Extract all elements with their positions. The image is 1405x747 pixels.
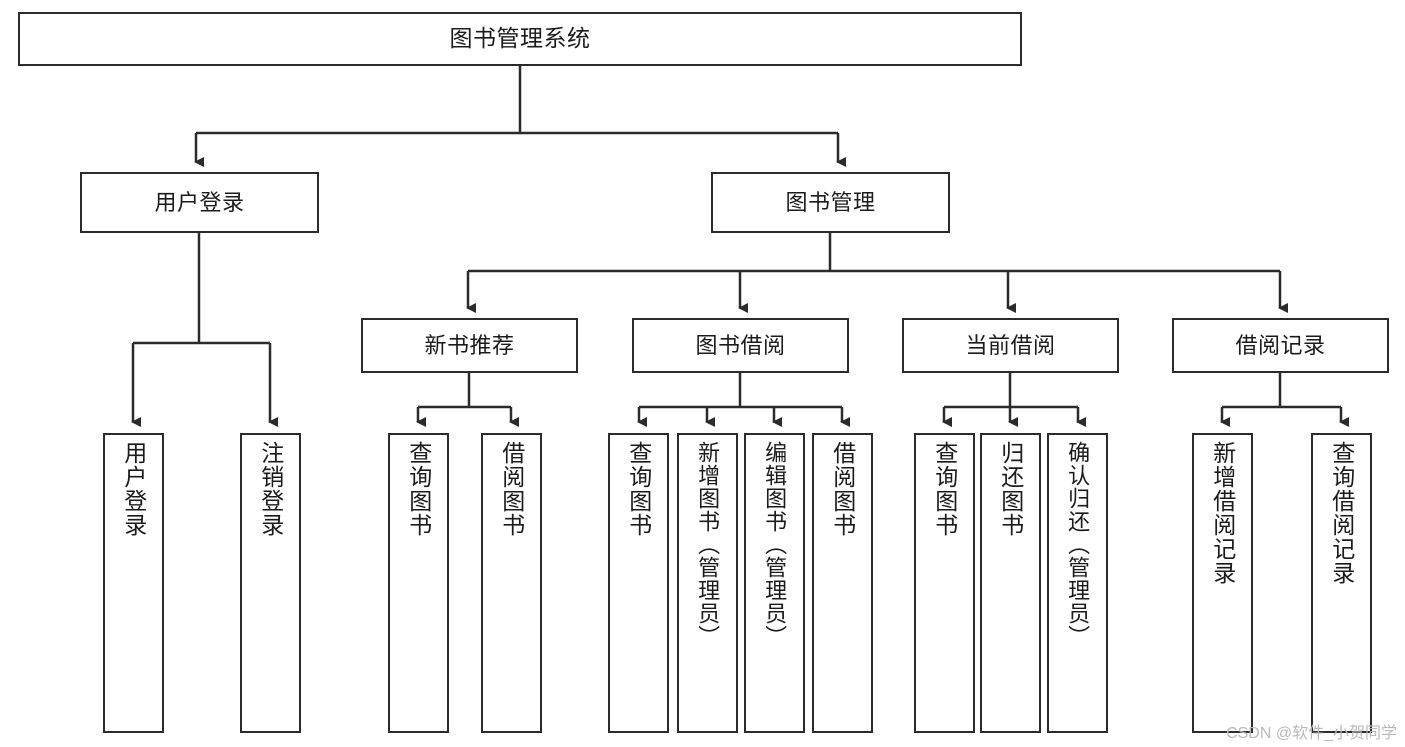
leaf-borrow-book-recommend[interactable]: 借阅图书 xyxy=(481,433,542,733)
node-user-login[interactable]: 用户登录 xyxy=(80,172,319,233)
node-label: 用户登录 xyxy=(120,441,147,537)
node-label: 借阅图书 xyxy=(498,441,525,537)
node-label: 编辑图书（管理员） xyxy=(762,441,788,648)
csdn-watermark: CSDN @软件_小贺同学 xyxy=(1226,725,1397,742)
node-label: 图书借阅 xyxy=(695,332,786,358)
node-label: 注销登录 xyxy=(257,441,284,537)
leaf-query-borrow-record[interactable]: 查询借阅记录 xyxy=(1311,433,1372,733)
leaf-user-login[interactable]: 用户登录 xyxy=(103,433,164,733)
leaf-add-book-admin[interactable]: 新增图书（管理员） xyxy=(677,433,738,733)
node-label: 借阅图书 xyxy=(829,441,856,537)
node-label: 查询图书 xyxy=(625,441,652,537)
node-book-management[interactable]: 图书管理 xyxy=(711,172,950,233)
leaf-edit-book-admin[interactable]: 编辑图书（管理员） xyxy=(744,433,805,733)
node-label: 确认归还（管理员） xyxy=(1065,441,1091,648)
node-label: 查询图书 xyxy=(931,441,958,537)
leaf-confirm-return-admin[interactable]: 确认归还（管理员） xyxy=(1047,433,1108,733)
leaf-add-borrow-record[interactable]: 新增借阅记录 xyxy=(1192,433,1253,733)
node-book-borrow[interactable]: 图书借阅 xyxy=(632,318,849,373)
leaf-query-book-borrow[interactable]: 查询图书 xyxy=(608,433,669,733)
node-label: 用户登录 xyxy=(154,189,245,215)
leaf-borrow-book[interactable]: 借阅图书 xyxy=(812,433,873,733)
node-label: 归还图书 xyxy=(997,441,1024,537)
node-label: 借阅记录 xyxy=(1235,332,1326,358)
leaf-query-book-current[interactable]: 查询图书 xyxy=(914,433,975,733)
node-root[interactable]: 图书管理系统 xyxy=(18,12,1022,66)
node-current-borrow[interactable]: 当前借阅 xyxy=(902,318,1119,373)
node-label: 新增图书（管理员） xyxy=(695,441,721,648)
node-borrow-record[interactable]: 借阅记录 xyxy=(1172,318,1389,373)
node-new-book-recommend[interactable]: 新书推荐 xyxy=(361,318,578,373)
node-label: 查询借阅记录 xyxy=(1328,441,1355,585)
node-label: 新书推荐 xyxy=(424,332,515,358)
leaf-query-book-recommend[interactable]: 查询图书 xyxy=(388,433,449,733)
node-label: 图书管理 xyxy=(785,189,876,215)
node-label: 当前借阅 xyxy=(965,332,1056,358)
node-label: 查询图书 xyxy=(405,441,432,537)
leaf-return-book[interactable]: 归还图书 xyxy=(980,433,1041,733)
node-label: 图书管理系统 xyxy=(449,25,591,52)
leaf-logout[interactable]: 注销登录 xyxy=(240,433,301,733)
node-label: 新增借阅记录 xyxy=(1209,441,1236,585)
